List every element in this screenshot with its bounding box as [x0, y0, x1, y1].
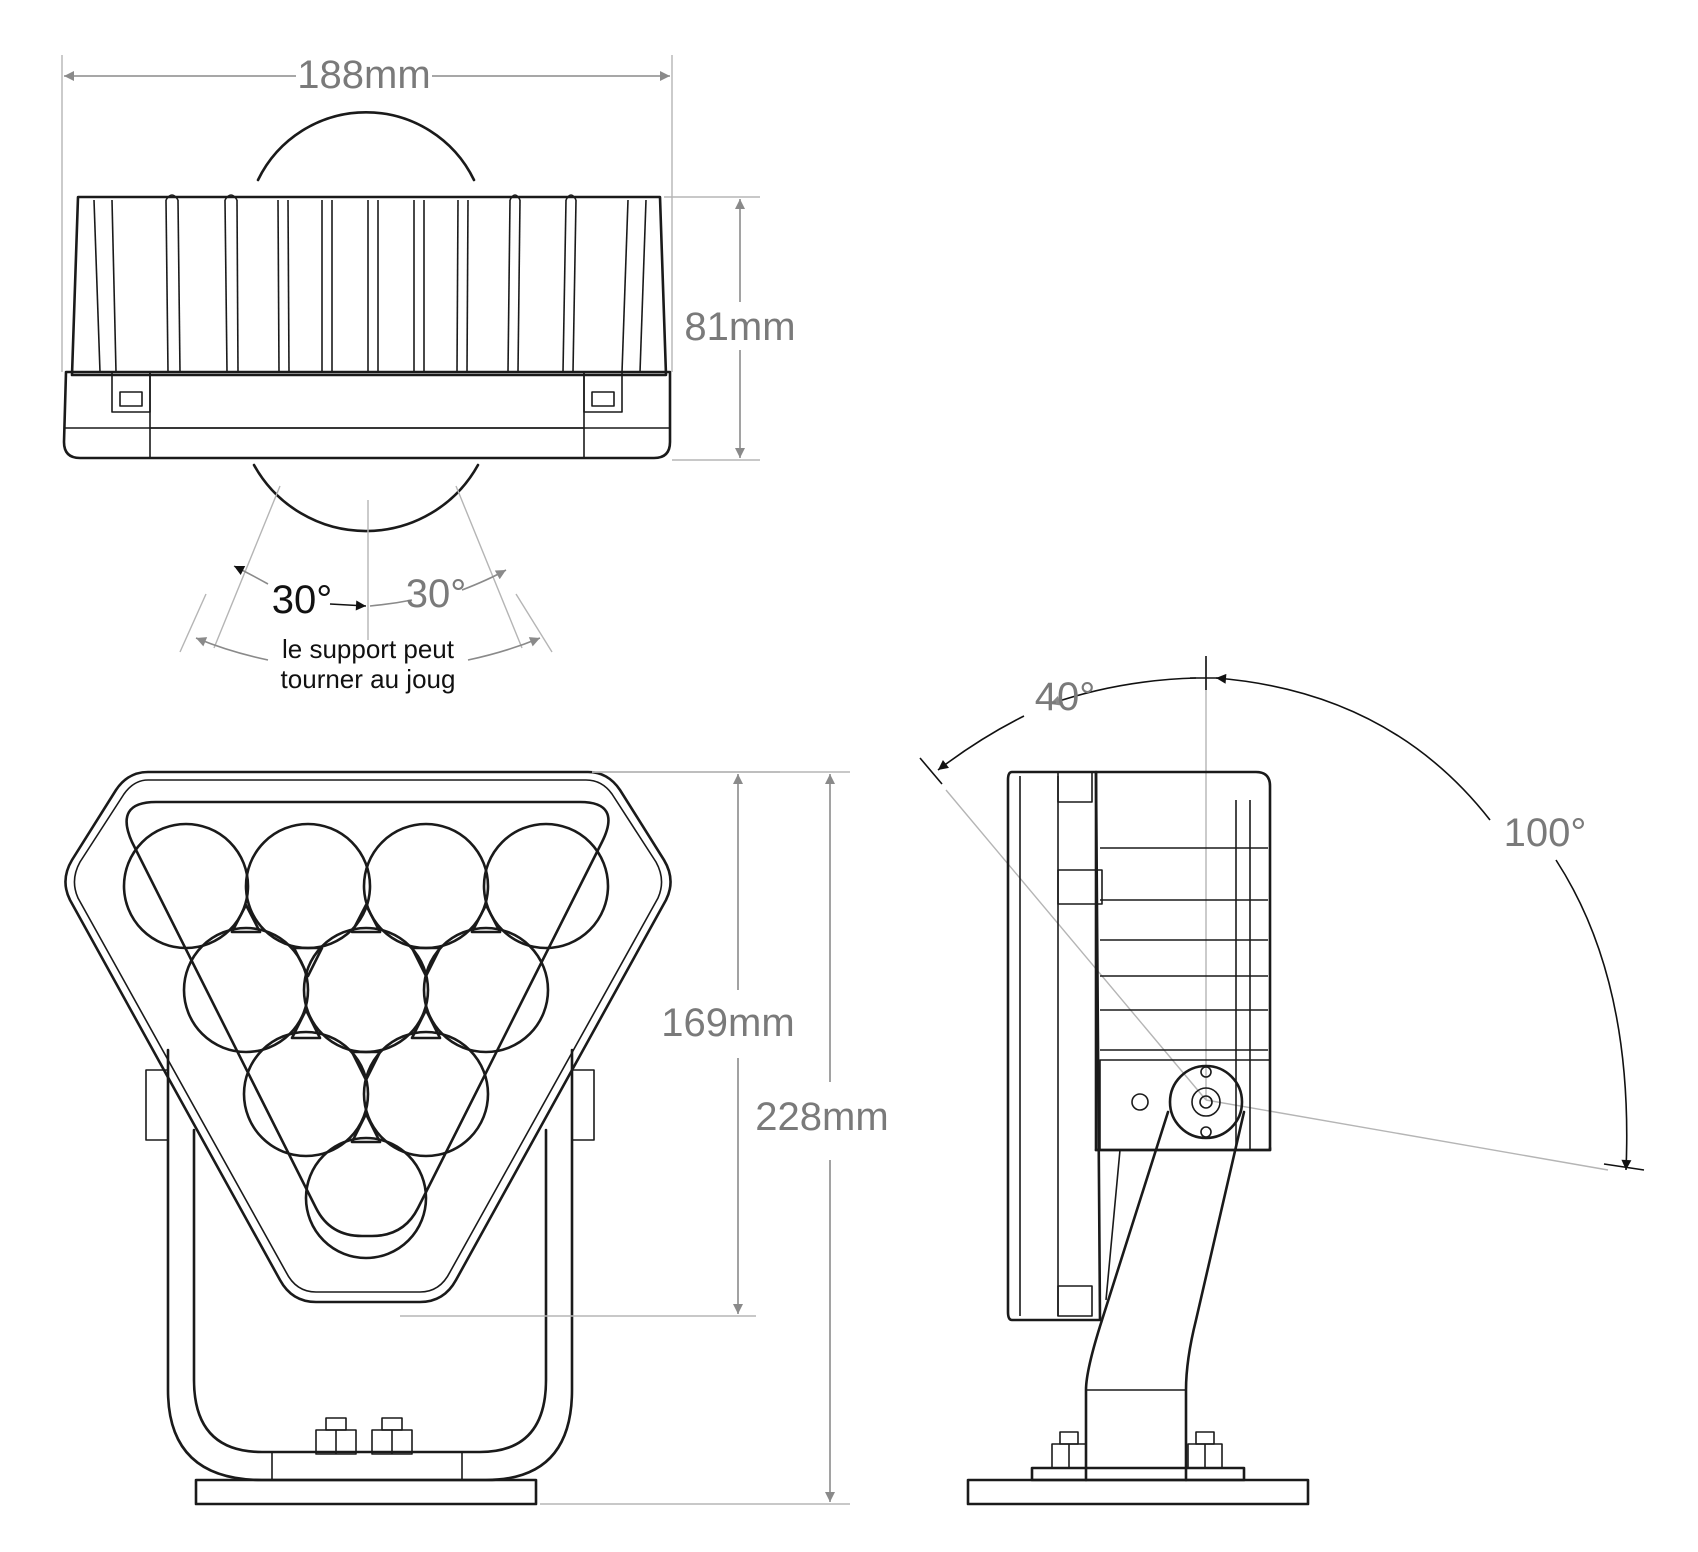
tilt-forward-angle: 100° [1504, 811, 1587, 855]
width-label: 188mm [297, 53, 430, 97]
depth-label: 81mm [684, 305, 795, 349]
tilt-angles: 40° 100° [919, 656, 1645, 1171]
tilt-back-angle: 40° [1035, 675, 1096, 719]
top-view [62, 111, 672, 533]
yoke-note-line2: tourner au joug [281, 664, 456, 694]
yoke-rotation: 30° 30° le support peut tourner au joug [179, 485, 553, 694]
dim-total-height: 228mm [540, 771, 889, 1505]
dim-width: 188mm [61, 53, 673, 372]
lens-height-label: 169mm [661, 1001, 794, 1045]
side-view [945, 660, 1609, 1506]
total-height-label: 228mm [755, 1095, 888, 1139]
dim-depth: 81mm [664, 196, 796, 461]
yoke-left-angle: 30° [272, 578, 333, 622]
yoke-right-angle: 30° [406, 572, 467, 616]
yoke-note-line1: le support peut [282, 634, 455, 664]
front-view [64, 770, 672, 1506]
